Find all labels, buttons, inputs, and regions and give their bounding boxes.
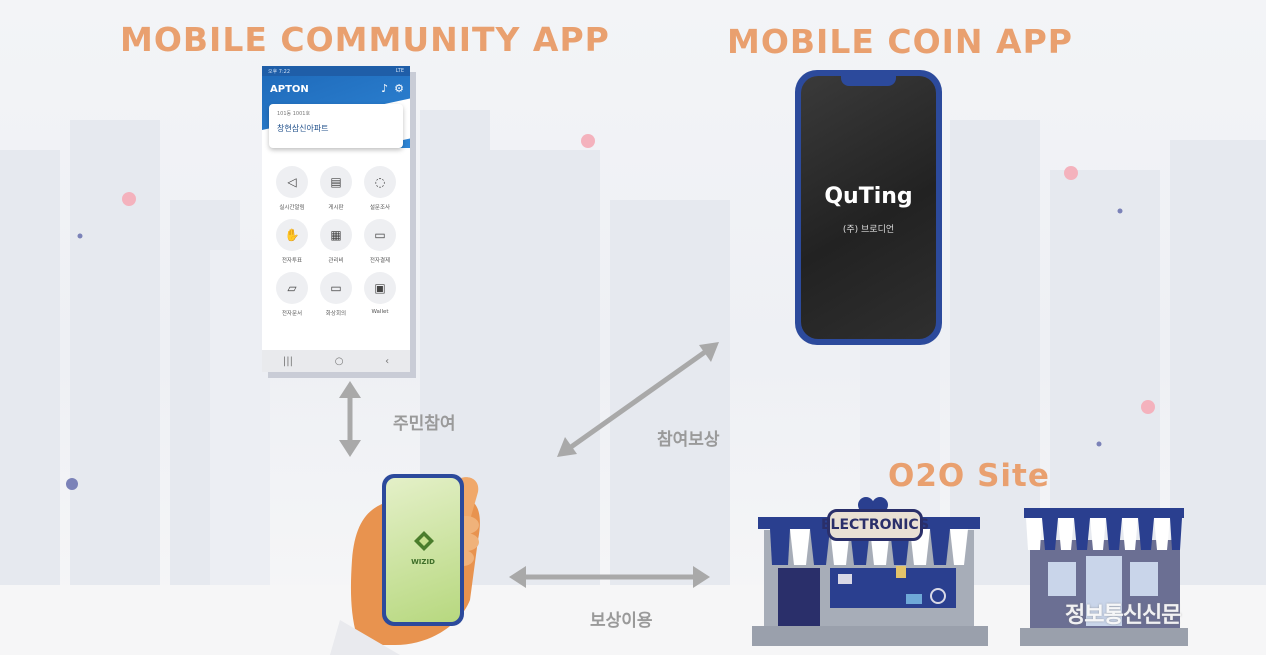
wizid-screen: WIZID <box>386 478 460 622</box>
coin-app-phone: QuTing (주) 브로디언 <box>795 70 942 345</box>
reward-label: 참여보상 <box>657 430 720 450</box>
watermark: 정보통신신문 <box>1065 603 1181 628</box>
menu-label: 실시간알림 <box>279 205 305 211</box>
menu-label: 관리비 <box>328 258 344 264</box>
participation-label: 주민참여 <box>393 414 456 434</box>
arrow-diagonal <box>557 342 719 457</box>
electronics-store <box>752 497 988 646</box>
recent-apps-icon[interactable]: ||| <box>282 355 293 367</box>
status-time: 오후 7:22 <box>268 69 291 75</box>
menu-item[interactable]: ▭ 화상회의 <box>314 272 358 317</box>
coin-app-screen: QuTing (주) 브로디언 <box>801 76 936 339</box>
wizid-logo-icon <box>414 531 434 551</box>
menu-item[interactable]: ◁ 실시간알림 <box>270 166 314 211</box>
company-name: (주) 브로디언 <box>842 225 895 235</box>
folder-icon: ▱ <box>276 272 308 304</box>
decor-dots <box>66 134 1155 490</box>
arrow-vertical <box>339 381 361 457</box>
home-icon[interactable]: ○ <box>334 355 344 367</box>
status-signal: LTE <box>395 68 404 74</box>
vote-icon: ✋ <box>276 219 308 251</box>
bill-icon: ▦ <box>320 219 352 251</box>
menu-item[interactable]: ▦ 관리비 <box>314 219 358 264</box>
apartment-card[interactable]: 101동 1001호 창현삼신아파트 <box>269 104 403 148</box>
menu-label: 전자문서 <box>281 311 303 317</box>
menu-item[interactable]: ✋ 전자투표 <box>270 219 314 264</box>
menu-item[interactable]: ▱ 전자문서 <box>270 272 314 317</box>
community-app-heading: MOBILE COMMUNITY APP <box>120 20 610 59</box>
status-bar: 오후 7:22 LTE <box>262 66 410 76</box>
menu-label: 화상회의 <box>325 311 347 317</box>
back-icon[interactable]: ‹ <box>385 355 390 367</box>
menu-item[interactable]: ▣ Wallet <box>358 272 402 317</box>
o2o-site-heading: O2O Site <box>888 458 1050 494</box>
wallet-icon: ▣ <box>364 272 396 304</box>
menu-label: 전자결제 <box>369 258 391 264</box>
menu-item[interactable]: ▤ 게시판 <box>314 166 358 211</box>
monitor-icon: ▭ <box>320 272 352 304</box>
android-nav-bar: ||| ○ ‹ <box>262 350 410 372</box>
apton-logo: APTON <box>270 84 309 95</box>
wizid-label: WIZID <box>411 558 435 566</box>
menu-label: 설문조사 <box>369 205 391 211</box>
menu-label: Wallet <box>371 309 389 315</box>
document-icon: ▤ <box>320 166 352 198</box>
payment-icon: ▭ <box>364 219 396 251</box>
reward-use-label: 보상이용 <box>590 611 653 631</box>
bell-icon[interactable]: ♪ <box>381 82 389 95</box>
menu-item[interactable]: ▭ 전자결제 <box>358 219 402 264</box>
apartment-name: 창현삼신아파트 <box>277 124 329 133</box>
gear-icon[interactable]: ⚙ <box>394 82 404 95</box>
community-app-screen: 오후 7:22 LTE APTON ♪ ⚙ 101동 1001호 창현삼신아파트… <box>262 66 410 372</box>
wizid-phone: WIZID <box>382 474 464 626</box>
electronics-sign: ELECTRONICS <box>821 509 929 541</box>
chat-icon: ◌ <box>364 166 396 198</box>
quting-logo: QuTing <box>824 184 913 209</box>
menu-item[interactable]: ◌ 설문조사 <box>358 166 402 211</box>
menu-label: 전자투표 <box>281 258 303 264</box>
menu-grid: ◁ 실시간알림 ▤ 게시판 ◌ 설문조사 ✋ 전자투표 ▦ 관리비 ▭ 전자결제 ▱ 전자문서… <box>270 166 402 317</box>
unit-number: 101동 1001호 <box>277 111 311 117</box>
small-store <box>1020 508 1188 646</box>
coin-app-heading: MOBILE COIN APP <box>727 22 1073 61</box>
arrow-horizontal <box>509 566 710 588</box>
megaphone-icon: ◁ <box>276 166 308 198</box>
menu-label: 게시판 <box>328 205 344 211</box>
